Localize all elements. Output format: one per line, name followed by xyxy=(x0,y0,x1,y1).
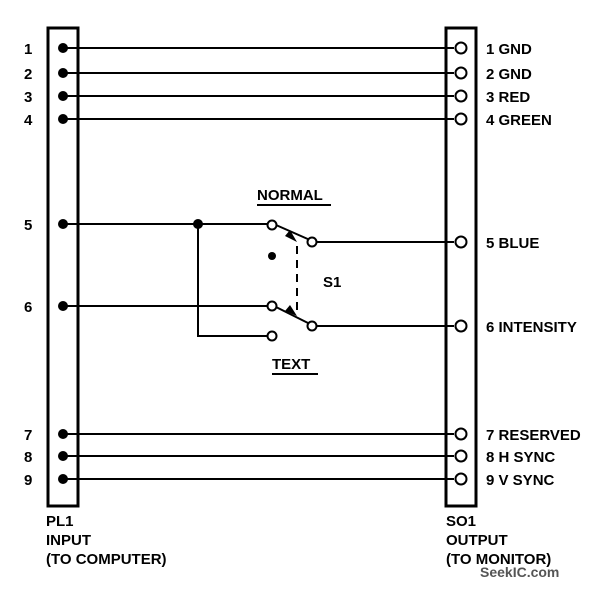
so1-pin-label: 3 RED xyxy=(486,89,530,106)
so1-pin-circles xyxy=(454,41,468,486)
pl1-caption-line: (TO COMPUTER) xyxy=(46,551,167,568)
so1-pin-label: 7 RESERVED xyxy=(486,427,581,444)
straight-wires xyxy=(63,47,454,480)
so1-pin-label: 5 BLUE xyxy=(486,235,539,252)
pl1-pin-label: 1 xyxy=(24,41,32,58)
watermark-text: SeekIC.com xyxy=(480,564,559,580)
switch-arrow-upper xyxy=(285,230,297,242)
so1-pin-label: 1 GND xyxy=(486,41,532,58)
so1-caption-line: (TO MONITOR) xyxy=(446,551,551,568)
pl1-pin-label: 2 xyxy=(24,66,32,83)
pl1-pin-label: 5 xyxy=(24,217,32,234)
so1-connector-body xyxy=(444,26,478,508)
pl1-pin-label: 3 xyxy=(24,89,32,106)
so1-caption-line: OUTPUT xyxy=(446,532,508,549)
pl1-caption-line: PL1 xyxy=(46,513,74,530)
switch-text-label: TEXT xyxy=(272,356,310,373)
pl1-pin-dots xyxy=(58,43,68,484)
switch-contacts xyxy=(266,219,318,342)
pl1-connector-body xyxy=(46,26,80,508)
so1-pin-label: 4 GREEN xyxy=(486,112,552,129)
so1-caption-line: SO1 xyxy=(446,513,476,530)
pl1-caption-line: INPUT xyxy=(46,532,91,549)
so1-pin-label: 9 V SYNC xyxy=(486,472,555,489)
pl1-pin-label: 9 xyxy=(24,472,32,489)
pl1-pin-label: 7 xyxy=(24,427,32,444)
so1-pin-label: 2 GND xyxy=(486,66,532,83)
junction-dot xyxy=(193,219,203,229)
so1-pin-label: 6 INTENSITY xyxy=(486,319,577,336)
switch-wiring xyxy=(63,223,454,337)
switch-name-label: S1 xyxy=(323,274,341,291)
pl1-pin-label: 6 xyxy=(24,299,32,316)
switch-normal-label: NORMAL xyxy=(257,187,323,204)
switch-arrow-lower xyxy=(285,305,297,316)
so1-pin-label: 8 H SYNC xyxy=(486,449,555,466)
switch-unused-contact xyxy=(268,252,276,260)
pl1-pin-label: 8 xyxy=(24,449,32,466)
pl1-pin-label: 4 xyxy=(24,112,33,129)
